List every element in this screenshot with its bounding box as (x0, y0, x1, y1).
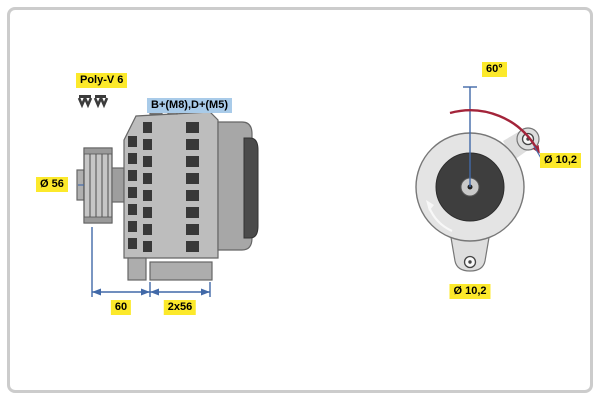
mounting-angle-label: 60° (482, 62, 507, 77)
side-view-drawing (76, 94, 259, 281)
cooling-vents (128, 122, 199, 252)
dim-arrow (92, 288, 101, 296)
belt-type-label: Poly-V 6 (76, 73, 128, 88)
frame-border (7, 7, 593, 393)
mounting-hole-bottom (463, 255, 477, 269)
pulley (83, 147, 113, 224)
dimension-60-label: 60 (110, 300, 132, 315)
front-view-drawing (415, 86, 543, 272)
dim-arrow (141, 288, 150, 296)
rotation-arrow (426, 200, 453, 233)
mounting-hole-top-right (521, 132, 535, 146)
pulley-diameter-label: Ø 56 (36, 177, 68, 192)
terminals-label: B+(M8),D+(M5) (147, 98, 233, 113)
hole-diameter-right-label: Ø 10,2 (540, 153, 582, 168)
poly-v-belt-icon (77, 94, 109, 109)
mounting-feet (127, 257, 213, 281)
dim-arrow (201, 288, 210, 296)
dimension-2x56-label: 2x56 (163, 300, 197, 315)
reference-centerline (463, 86, 477, 187)
dim-arrow (150, 288, 159, 296)
housing (123, 111, 259, 259)
side-view-dimensions (78, 184, 211, 297)
shaft-spacer (111, 167, 125, 203)
hole-diameter-bottom-label: Ø 10,2 (449, 284, 491, 299)
